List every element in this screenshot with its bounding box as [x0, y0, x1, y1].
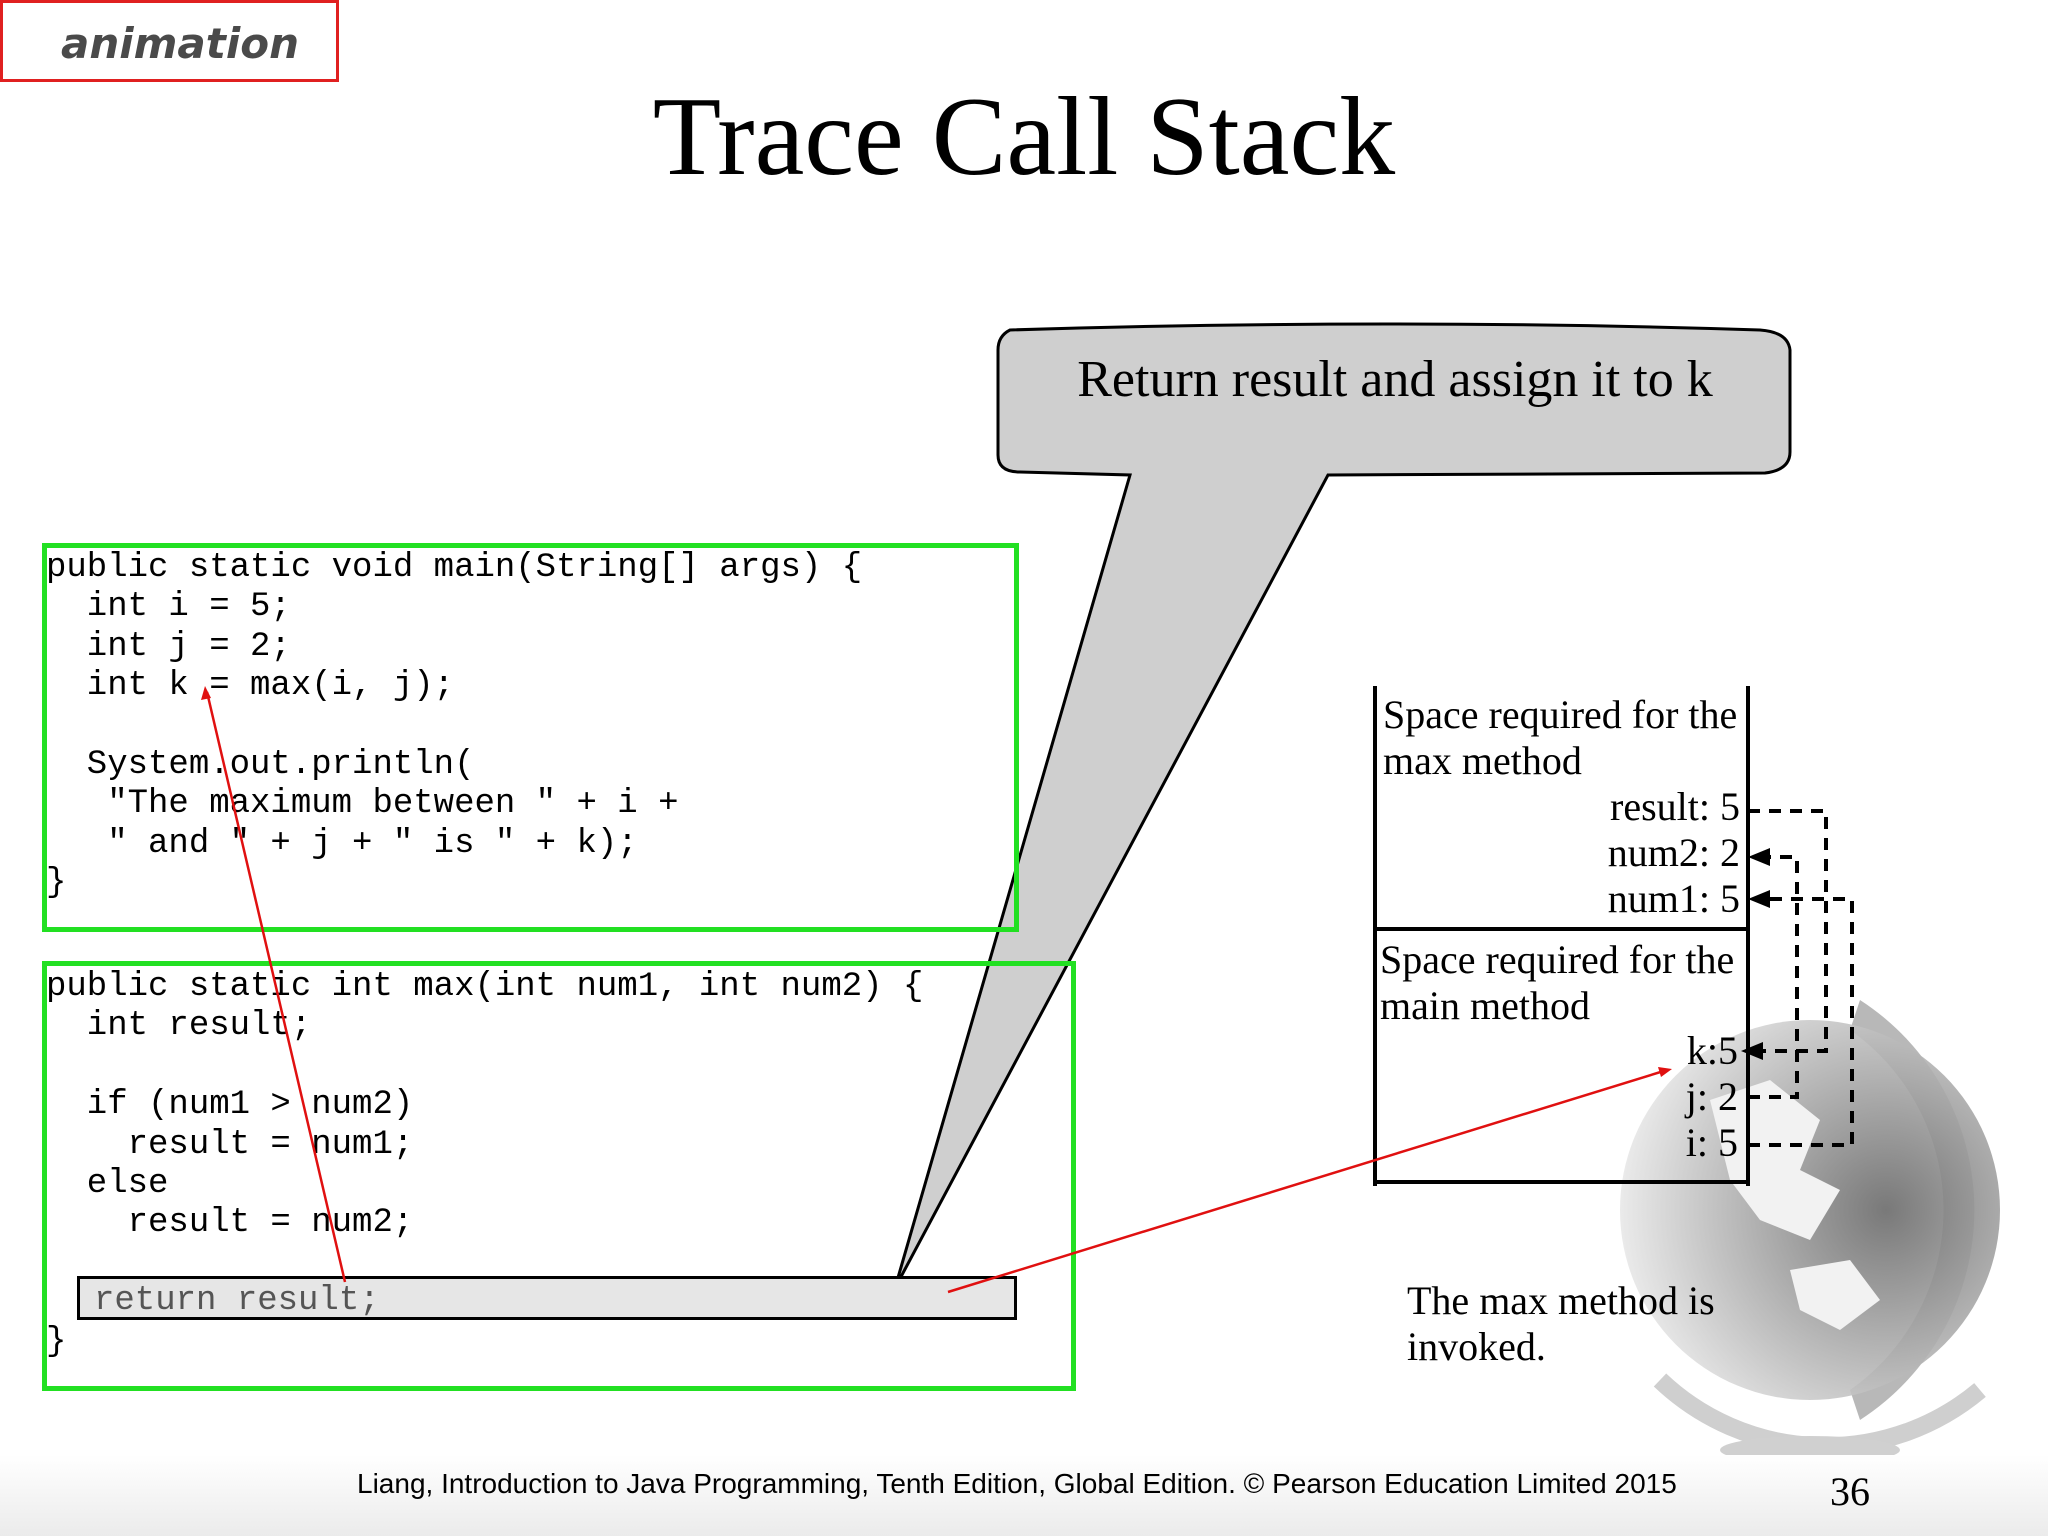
max-frame-label-line2: max method: [1383, 738, 1582, 783]
j-value: j: 2: [1685, 1074, 1738, 1119]
max-method-box: [42, 961, 1076, 1391]
main-frame-label-line1: Space required for the: [1380, 937, 1735, 982]
i-value: i: 5: [1685, 1120, 1738, 1165]
footer-bar: [0, 1455, 2048, 1536]
slide-title: Trace Call Stack: [652, 75, 1396, 199]
main-method-code: public static void main(String[] args) {…: [46, 549, 863, 903]
max-frame-label: Space required for the max method: [1383, 692, 1737, 784]
main-method-box: [42, 543, 1019, 932]
max-frame-values: result: 5 num2: 2 num1: 5: [1560, 784, 1740, 922]
main-frame-label: Space required for the main method: [1380, 937, 1734, 1029]
invoked-note: The max method is invoked.: [1407, 1278, 1715, 1369]
page-number: 36: [1830, 1469, 1870, 1514]
return-highlight: [77, 1276, 1017, 1320]
result-value: result: 5: [1610, 784, 1740, 829]
num2-value: num2: 2: [1607, 830, 1740, 875]
callout-text: Return result and assign it to k: [1077, 351, 1713, 408]
max-frame-label-line1: Space required for the: [1383, 692, 1738, 737]
animation-tag: animation: [0, 0, 339, 82]
main-frame-label-line2: main method: [1380, 983, 1590, 1028]
num1-value: num1: 5: [1607, 876, 1740, 921]
k-value: k:5: [1686, 1028, 1738, 1073]
main-frame-values: k:5 j: 2 i: 5: [1600, 1028, 1738, 1166]
return-statement: return result;: [94, 1282, 380, 1320]
globe-logo: [1620, 1000, 2000, 1460]
max-method-code: public static int max(int num1, int num2…: [46, 968, 924, 1361]
footer-citation: Liang, Introduction to Java Programming,…: [357, 1468, 1677, 1499]
